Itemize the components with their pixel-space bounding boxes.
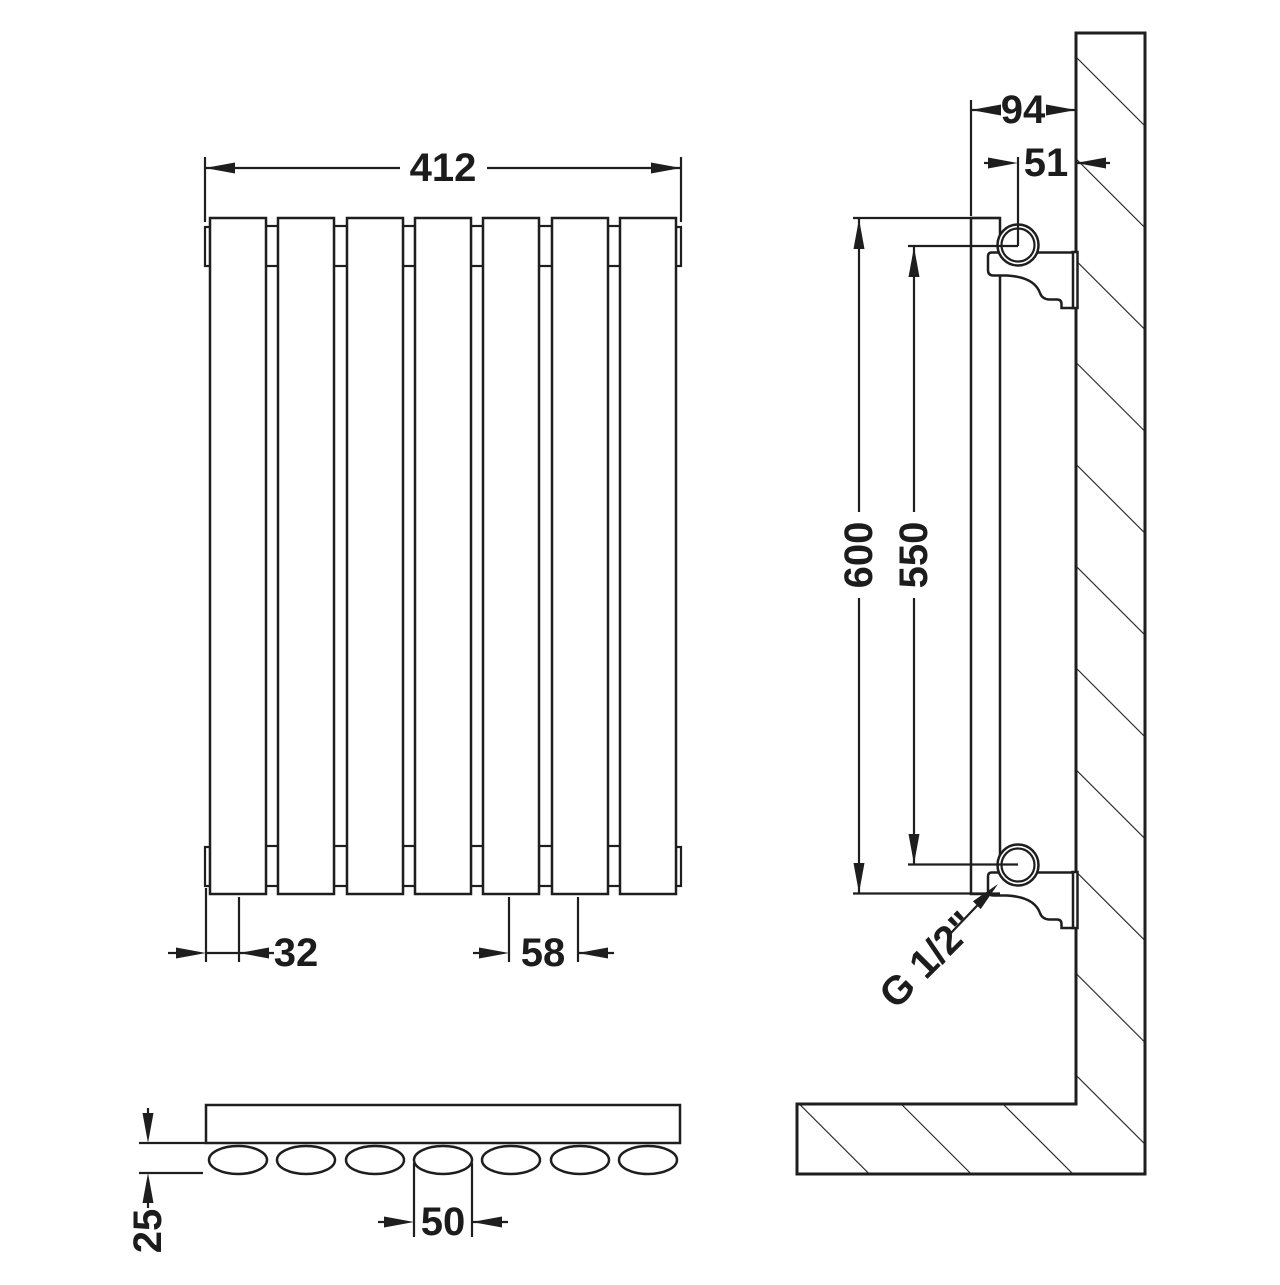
side-view: 94 51 600 550 <box>795 31 1147 1176</box>
arrowhead <box>972 884 998 910</box>
panel-3 <box>345 216 405 896</box>
dim-550-label: 550 <box>892 522 936 589</box>
bracket-bottom-body <box>986 871 1075 930</box>
dimension-25: 25 <box>126 1108 206 1253</box>
arrowhead <box>908 247 920 277</box>
arrowhead <box>578 947 608 959</box>
dimension-550: 550 <box>892 244 1018 866</box>
panel-1 <box>208 216 268 896</box>
front-view: 412 32 58 <box>168 146 683 975</box>
connection-size-label: G 1/2" <box>871 903 985 1017</box>
callout-connection-size: G 1/2" <box>871 884 998 1017</box>
tube-6 <box>549 1144 611 1176</box>
dim-25-label: 25 <box>126 1209 170 1254</box>
bracket-top <box>986 250 1079 310</box>
tube-2 <box>275 1144 337 1176</box>
dim-412-label: 412 <box>410 146 477 190</box>
dimension-32: 32 <box>168 888 318 975</box>
dim-51-label: 51 <box>1024 141 1069 185</box>
arrowhead <box>971 104 1001 116</box>
tube-5 <box>480 1144 542 1176</box>
tube-1 <box>207 1144 269 1176</box>
arrowhead <box>176 947 206 959</box>
arrowhead <box>988 157 1018 169</box>
oval-tubes <box>207 1144 679 1176</box>
arrowhead <box>205 162 235 174</box>
bracket-top-body <box>986 251 1075 310</box>
top-view-front-plate <box>204 1103 682 1145</box>
dim-32-label: 32 <box>274 931 319 975</box>
panel-7 <box>618 216 678 896</box>
arrowhead <box>472 1216 502 1228</box>
dim-600-label: 600 <box>837 522 881 589</box>
panel-2 <box>276 216 336 896</box>
dimension-94: 94 <box>969 88 1076 216</box>
arrowhead <box>853 219 865 249</box>
wall-hatch <box>795 31 1147 1176</box>
arrowhead <box>651 162 681 174</box>
dimension-50: 50 <box>378 1163 508 1244</box>
dimension-412: 412 <box>203 146 683 222</box>
arrowhead <box>1076 157 1106 169</box>
arrowhead <box>1046 104 1076 116</box>
arrowhead <box>239 947 269 959</box>
bracket-bottom <box>986 870 1079 930</box>
arrowhead <box>853 863 865 893</box>
panel-4 <box>413 216 473 896</box>
side-panel <box>969 216 1002 896</box>
arrowhead <box>142 1173 154 1203</box>
arrowhead <box>384 1216 414 1228</box>
dimension-58: 58 <box>473 897 614 975</box>
tube-3 <box>344 1144 406 1176</box>
dim-58-label: 58 <box>521 931 566 975</box>
dim-94-label: 94 <box>1001 88 1046 132</box>
panel-6 <box>550 216 610 896</box>
tube-7 <box>617 1144 679 1176</box>
tube-4 <box>412 1144 474 1176</box>
dimension-600: 600 <box>837 216 1000 895</box>
arrowhead <box>479 947 509 959</box>
arrowhead <box>142 1113 154 1143</box>
panels <box>208 216 678 896</box>
dim-50-label: 50 <box>421 1200 466 1244</box>
panel-5 <box>481 216 541 896</box>
top-view: 50 25 <box>126 1103 682 1253</box>
dimension-51: 51 <box>984 141 1110 246</box>
arrowhead <box>908 834 920 864</box>
